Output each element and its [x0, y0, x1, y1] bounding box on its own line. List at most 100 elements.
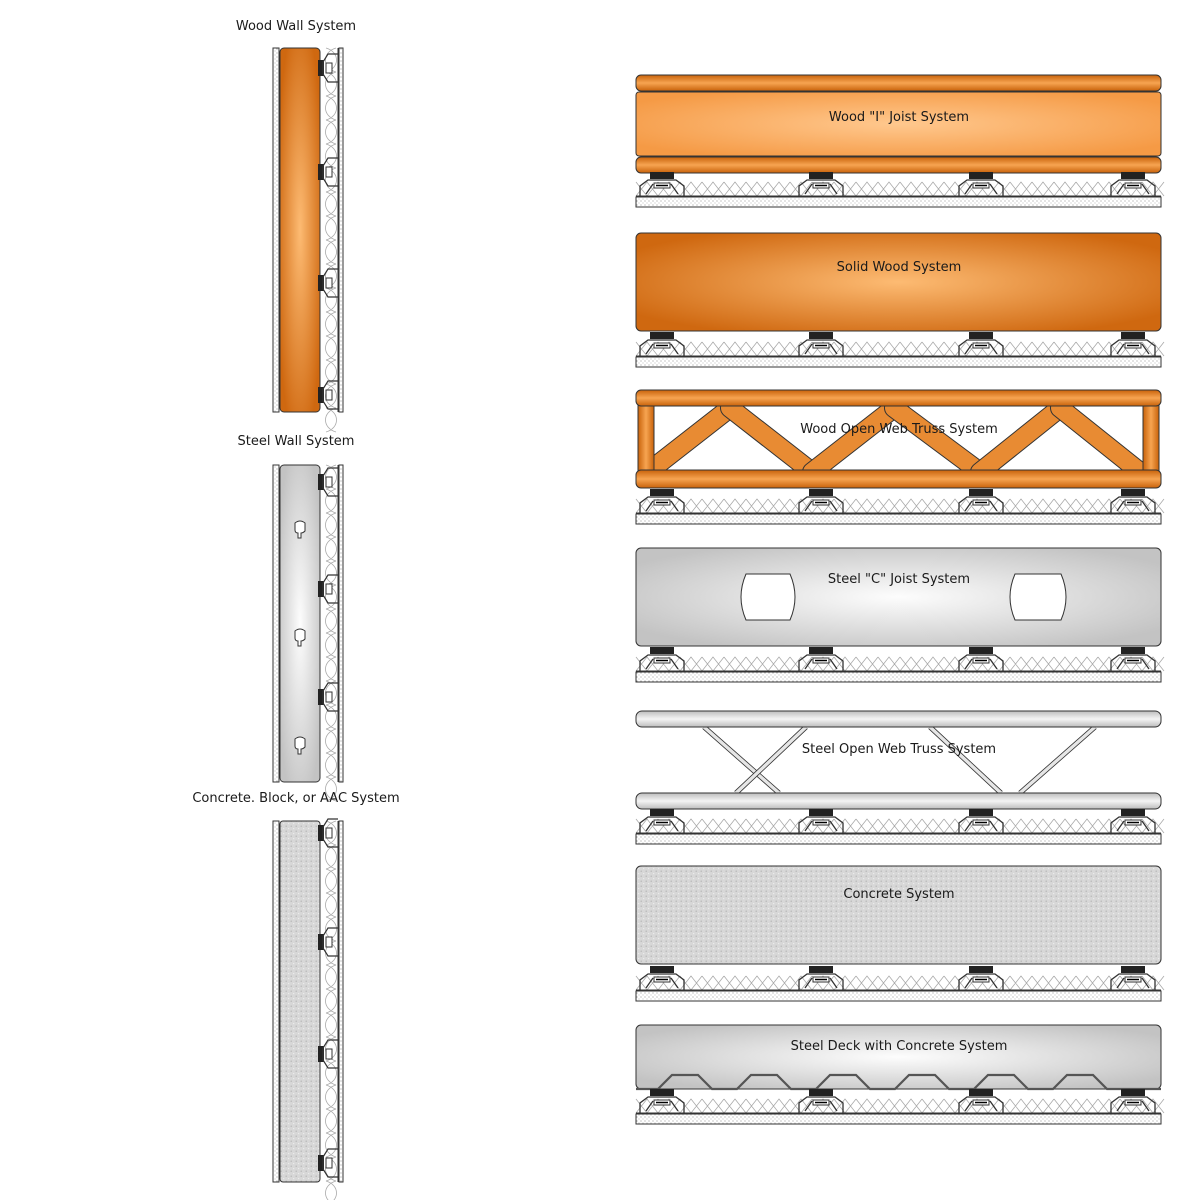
resilient-clip: [798, 966, 844, 990]
stud-knockout: [294, 736, 306, 755]
wall-steel: [272, 464, 344, 802]
bottom-chord: [635, 792, 1162, 810]
resilient-clip: [958, 489, 1004, 513]
floor-wood-truss: [635, 389, 1165, 525]
floor-wood-i-joist: [635, 74, 1165, 208]
truss-web: [734, 725, 808, 795]
resilient-clip: [1110, 966, 1156, 990]
resilient-clip: [639, 647, 685, 671]
resilient-clip: [958, 332, 1004, 356]
floor-label-wood-truss: Wood Open Web Truss System: [800, 422, 998, 437]
stud-knockout: [294, 520, 306, 539]
resilient-clip: [798, 332, 844, 356]
floor-solid-wood: [635, 232, 1165, 368]
resilient-clip: [798, 1089, 844, 1113]
wall-furring: [318, 464, 344, 802]
osb-web: [635, 91, 1162, 157]
truss-web: [721, 399, 821, 481]
resilient-clip: [958, 1089, 1004, 1113]
floor-label-solid-wood: Solid Wood System: [836, 260, 962, 275]
wall-label-concrete: Concrete. Block, or AAC System: [192, 791, 400, 806]
floor-label-concrete: Concrete System: [843, 887, 955, 902]
wood-stud: [279, 47, 321, 413]
resilient-clip: [798, 809, 844, 833]
wall-clip: [318, 682, 338, 712]
top-flange: [635, 74, 1162, 92]
floor-underlayment: [635, 809, 1165, 845]
resilient-clip: [1110, 809, 1156, 833]
resilient-clip: [958, 966, 1004, 990]
resilient-clip: [639, 1089, 685, 1113]
concrete-block: [279, 820, 321, 1183]
steel-stud: [279, 464, 321, 783]
resilient-clip: [1110, 489, 1156, 513]
resilient-clip: [958, 172, 1004, 196]
truss-web: [639, 399, 739, 481]
service-hole: [740, 573, 796, 621]
floor-underlayment: [635, 1089, 1165, 1125]
floor-underlayment: [635, 966, 1165, 1002]
resilient-clip: [639, 332, 685, 356]
floor-underlayment: [635, 647, 1165, 683]
floor-steel-deck: [635, 1024, 1165, 1125]
wall-clip: [318, 927, 338, 957]
resilient-clip: [639, 489, 685, 513]
wall-label-wood: Wood Wall System: [235, 19, 357, 34]
floor-label-steel-truss: Steel Open Web Truss System: [801, 742, 997, 757]
resilient-clip: [1110, 647, 1156, 671]
wall-furring: [318, 818, 344, 1200]
steel-deck-profile: [636, 1073, 1161, 1091]
floor-steel-truss: [635, 710, 1165, 845]
wall-furring: [318, 47, 344, 433]
resilient-clip: [958, 647, 1004, 671]
floor-underlayment: [635, 172, 1165, 208]
concrete-topping: [635, 1024, 1162, 1090]
top-chord: [635, 710, 1162, 728]
top-chord: [635, 389, 1162, 407]
resilient-clip: [1110, 1089, 1156, 1113]
wall-clip: [318, 467, 338, 497]
wall-wood: [272, 47, 344, 433]
wall-clip: [318, 818, 338, 848]
wall-label-steel: Steel Wall System: [237, 434, 355, 449]
resilient-clip: [798, 172, 844, 196]
resilient-clip: [639, 809, 685, 833]
truss-web: [928, 725, 1003, 795]
concrete-slab: [635, 865, 1162, 965]
stud-knockout: [294, 628, 306, 647]
wall-clip: [318, 157, 338, 187]
service-hole: [1009, 573, 1067, 621]
resilient-clip: [958, 809, 1004, 833]
truss-web: [1018, 725, 1097, 795]
floor-underlayment: [635, 489, 1165, 525]
wall-concrete: [272, 818, 344, 1200]
floor-steel-c-joist: [635, 547, 1165, 683]
c-joist: [635, 547, 1162, 647]
floor-concrete: [635, 865, 1165, 1002]
wall-clip: [318, 574, 338, 604]
wall-clip: [318, 380, 338, 410]
floor-label-steel-c-joist: Steel "C" Joist System: [827, 572, 971, 587]
floor-label-wood-i-joist: Wood "I" Joist System: [828, 110, 970, 125]
wall-clip: [318, 268, 338, 298]
truss-web: [971, 399, 1069, 481]
resilient-clip: [1110, 332, 1156, 356]
truss-web: [885, 399, 989, 481]
floor-label-steel-deck: Steel Deck with Concrete System: [790, 1039, 1008, 1054]
resilient-clip: [798, 647, 844, 671]
wall-clip: [318, 53, 338, 83]
truss-web: [803, 399, 903, 481]
resilient-clip: [1110, 172, 1156, 196]
bottom-chord: [635, 469, 1162, 489]
resilient-clip: [798, 489, 844, 513]
truss-web: [1051, 399, 1149, 481]
floor-underlayment: [635, 332, 1165, 368]
resilient-clip: [639, 172, 685, 196]
solid-joist: [635, 232, 1162, 332]
resilient-clip: [639, 966, 685, 990]
wall-clip: [318, 1148, 338, 1178]
wall-clip: [318, 1039, 338, 1069]
bottom-flange: [635, 156, 1162, 174]
truss-web: [702, 725, 781, 795]
